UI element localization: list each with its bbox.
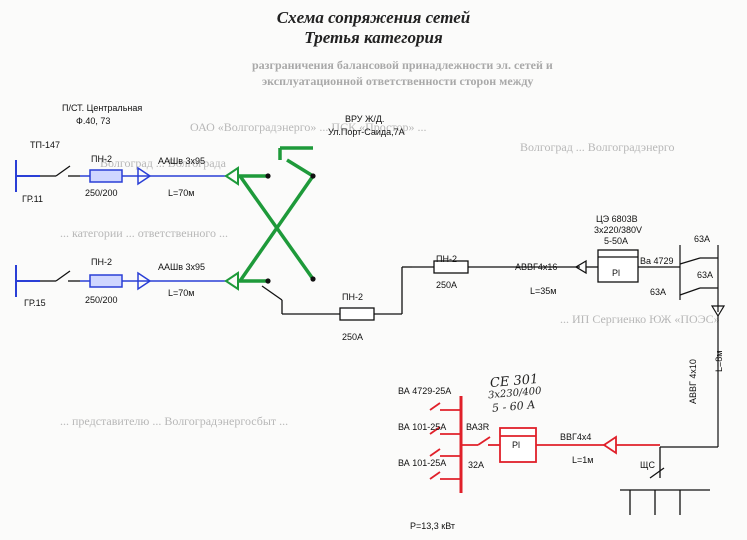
main-fuse [412, 259, 598, 275]
fuse-top-label: ПН-2 [91, 154, 112, 164]
bg-text-2: эксплуатационной ответственности сторон … [262, 74, 534, 88]
breaker-panel [662, 245, 726, 447]
new-cable-label: ВВГ4х4 [560, 432, 592, 442]
shield-panel [620, 446, 718, 515]
main-fuse-rating: 250А [436, 280, 458, 290]
bg-text-6: ... категории ... ответственного ... [60, 226, 229, 240]
diagram-title: Схема сопряжения сетей [276, 8, 471, 27]
tp-label: ТП-147 [30, 140, 60, 150]
riser-cable-label: АВВГ 4х10 [688, 359, 698, 404]
node-top-right [310, 173, 316, 179]
length-top-label: L=70м [168, 188, 195, 198]
new-consumer-breakers [429, 402, 500, 480]
vru-fuse-label: ПН-2 [342, 292, 363, 302]
avvg-cable-label: АВВГ4х16 [515, 262, 558, 272]
fuse-bottom-label: ПН-2 [91, 257, 112, 267]
breaker-rating-a: 63А [697, 270, 714, 280]
new-breaker-1-label: ВА 4729-25А [398, 386, 452, 396]
node-top-left [265, 173, 271, 179]
terminal-top-arrow [224, 166, 239, 186]
fuse-top-rating: 250/200 [85, 188, 118, 198]
vru-lower-path [261, 266, 412, 321]
fuse-top [80, 166, 226, 186]
length-bottom-label: L=70м [168, 288, 195, 298]
breaker-type: Ва 4729 [640, 256, 674, 266]
new-meter-symbol: Pl [512, 440, 521, 450]
breaker-rating-b: 63А [650, 287, 667, 297]
new-main-breaker-rating: 32А [468, 460, 485, 470]
feeder-bottom [40, 270, 80, 282]
feeder-label: Ф.40, 73 [76, 116, 111, 126]
breaker-top-rating: 63А [694, 234, 711, 244]
substation-label: П/СТ. Центральная [62, 103, 143, 113]
meter-main [597, 249, 662, 283]
meter-spec2: 5-50А [604, 236, 629, 246]
new-breaker-3-label: ВА 101-25А [398, 458, 447, 468]
fuse-bottom [80, 271, 226, 291]
fuse-bottom-rating: 250/200 [85, 295, 118, 305]
group-top-label: ГР.11 [22, 194, 44, 204]
riser-length-label: L=8м [714, 350, 724, 372]
diagram-subtitle: Третья категория [304, 28, 443, 47]
busbar-top [15, 160, 40, 192]
bg-text-3: ОАО «Волгоградэнерго» ... ПСК «Простор» … [190, 120, 427, 134]
vru-fuse-rating: 250А [342, 332, 364, 342]
cross-link [238, 146, 315, 283]
cable-top-label: ААШв 3х95 [158, 156, 206, 166]
cable-bottom-label: ААШв 3х95 [158, 262, 206, 272]
main-fuse-label: ПН-2 [436, 254, 457, 264]
bg-text-4: Волгоград ... Волгоградэнерго [520, 140, 675, 154]
terminal-bottom-arrow [224, 271, 239, 291]
shield-label: ЩС [640, 460, 655, 470]
node-bottom-left [265, 278, 271, 284]
new-breaker-2-label: ВА 101-25А [398, 422, 447, 432]
feeder-top [40, 165, 80, 177]
bg-text-8: ... представителю ... Волгоградэнергосбы… [60, 414, 289, 428]
bg-text-1: разграничения балансовой принадлежности … [252, 58, 553, 72]
consumer-name: ВРУ Ж/Д. [345, 114, 385, 124]
new-meter [499, 427, 660, 463]
bg-text-7: ... ИП Сергиенко ЮЖ «ПОЭС» [560, 312, 720, 326]
bg-text-5: Волгоград ... Волгограда [100, 156, 226, 170]
busbar-bottom [15, 265, 40, 297]
new-power-label: Р=13,3 кВт [410, 521, 456, 531]
new-cable-length: L=1м [572, 455, 594, 465]
meter-model: ЦЭ 6803В [596, 214, 638, 224]
consumer-address: Ул.Порт-Саида,7А [328, 127, 405, 137]
meter-spec1: 3х220/380V [594, 225, 643, 235]
new-main-breaker-label: ВА3R [466, 422, 490, 432]
avvg-length-label: L=35м [530, 286, 557, 296]
group-bottom-label: ГР.15 [24, 298, 46, 308]
node-bottom-right [310, 276, 316, 282]
meter-symbol: Pl [612, 268, 621, 278]
